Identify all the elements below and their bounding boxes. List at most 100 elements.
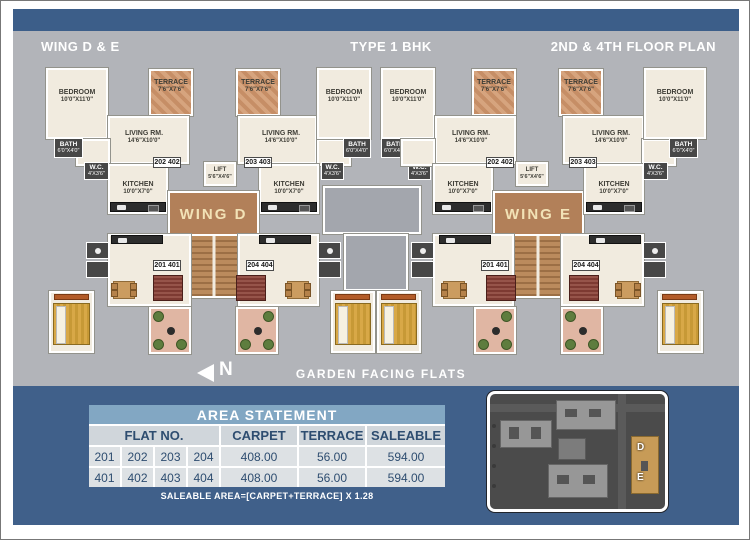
table-cell: 56.00 <box>299 468 365 487</box>
col-header-flat-no: FLAT NO. <box>89 426 219 445</box>
north-letter: N <box>219 359 233 380</box>
type-title: TYPE 1 BHK <box>350 39 432 54</box>
wingd-flat201-bath <box>86 261 109 278</box>
area-statement-table: AREA STATEMENT FLAT NO. CARPET TERRACE S… <box>89 405 445 487</box>
winge-flat201-dining <box>441 281 467 299</box>
wingd-flat203-terrace <box>236 69 280 116</box>
wingd-flat203-wc: W.C.4'X3'6" <box>321 162 344 180</box>
winge-staircase <box>513 234 563 298</box>
winge-flat203-wc: W.C.4'X3'6" <box>643 162 668 180</box>
winge-flat203-bedroom <box>644 68 706 139</box>
table-cell: 594.00 <box>367 447 445 466</box>
winge-flat201-bed <box>381 303 417 345</box>
table-cell: 202 <box>122 447 153 466</box>
flat-number-204-404: 204 404 <box>572 260 600 271</box>
keyplan-building <box>500 420 552 448</box>
wing-title: WING D & E <box>41 39 120 54</box>
winge-flat202-kitchen-counter <box>435 202 491 212</box>
winge-flat202-passage <box>401 139 435 166</box>
wingd-flat204-dining <box>285 281 311 299</box>
flat-number-203-403: 203 403 <box>244 157 272 168</box>
key-plan: D E <box>487 391 668 512</box>
table-cell: 408.00 <box>221 468 297 487</box>
garden-facing-caption: GARDEN FACING FLATS <box>295 367 467 381</box>
flat-number-202-402: 202 402 <box>486 157 514 168</box>
room-label-living: LIVING RM.14'6"X10'0" <box>591 130 631 145</box>
winge-flat201-kitchen-counter <box>439 235 491 244</box>
wingd-flat204-tv-unit <box>236 275 266 301</box>
winge-label: WING E <box>505 206 572 223</box>
winge-flat204-wardrobe <box>662 294 697 300</box>
wingd-flat201-bed <box>53 303 90 345</box>
flat-number-203-403: 203 403 <box>569 157 597 168</box>
winge-flat201-wc <box>411 242 434 259</box>
flat-number-201-401: 201 401 <box>481 260 509 271</box>
wingd-flat201-kitchen-counter <box>111 235 163 244</box>
top-accent-bar <box>13 9 739 31</box>
col-header-terrace: TERRACE <box>299 426 365 445</box>
keyplan-highlight-wing-de <box>631 436 659 494</box>
wingd-flat204-bed <box>335 303 371 345</box>
winge-flat204-bath <box>643 261 666 278</box>
wingd-label: WING D <box>179 206 248 223</box>
col-header-saleable: SALEABLE <box>367 426 445 445</box>
winge-flat203-kitchen-counter <box>586 202 642 212</box>
table-cell: 404 <box>188 468 219 487</box>
winge-flat204-wc <box>643 242 666 259</box>
room-label-living: LIVING RM.14'6"X10'0" <box>124 130 164 145</box>
wingd-flat202-bedroom <box>46 68 108 139</box>
table-cell: 56.00 <box>299 447 365 466</box>
table-cell: 204 <box>188 447 219 466</box>
winge-flat204-kitchen-counter <box>589 235 641 244</box>
wingd-flat203-living <box>238 116 317 164</box>
winge-flat201-wardrobe <box>381 294 416 300</box>
wingd-flat202-terrace <box>149 69 193 116</box>
winge-flat201-terrace <box>474 307 516 354</box>
north-arrow-icon <box>197 364 214 382</box>
table-cell: 408.00 <box>221 447 297 466</box>
wingd-flat204-wardrobe <box>335 294 370 300</box>
winge-flat201-bath <box>411 261 434 278</box>
floor-title: 2ND & 4TH FLOOR PLAN <box>550 39 716 54</box>
wingd-flat201-wc <box>86 242 109 259</box>
saleable-area-note: SALEABLE AREA=[CARPET+TERRACE] X 1.28 <box>160 491 374 501</box>
flat-number-201-401: 201 401 <box>153 260 181 271</box>
winge-flat203-terrace <box>559 69 603 116</box>
room-label-living: LIVING RM.14'6"X10'0" <box>261 130 301 145</box>
wingd-flat203-kitchen-counter <box>261 202 317 212</box>
wingd-flat204-wc <box>318 242 341 259</box>
wingd-flat201-wardrobe <box>54 294 89 300</box>
keyplan-building <box>556 400 616 430</box>
winge-flat204-tv-unit <box>569 275 599 301</box>
wingd-flat201-tv-unit <box>153 275 183 301</box>
table-cell: 403 <box>155 468 186 487</box>
wingd-flat201-terrace <box>149 307 191 354</box>
room-label-living: LIVING RM.14'6"X10'0" <box>451 130 491 145</box>
winge-flat204-dining <box>615 281 641 299</box>
wingd-flat204-terrace <box>236 307 278 354</box>
wingd-flat204-bath <box>318 261 341 278</box>
winge-flat204-terrace <box>561 307 603 354</box>
center-duct <box>344 234 408 291</box>
keyplan-letter-e: E <box>637 472 644 483</box>
winge-flat202-terrace <box>472 69 516 116</box>
winge-flat201-tv-unit <box>486 275 516 301</box>
winge-flat202-bedroom <box>381 68 435 139</box>
wingd-flat202-living <box>108 116 189 164</box>
